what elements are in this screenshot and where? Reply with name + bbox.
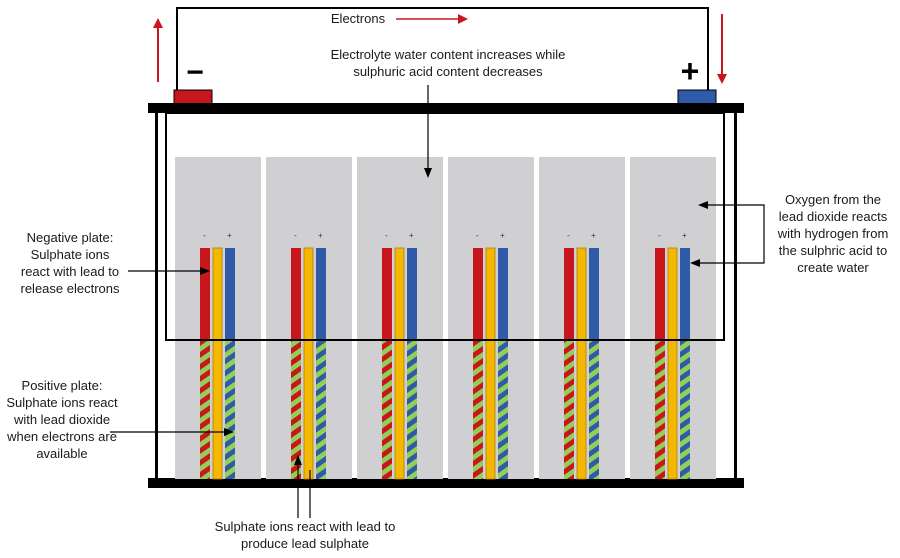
- negative-terminal: [173, 89, 213, 105]
- positive-terminal: [677, 89, 717, 105]
- sulphate-line-1: Sulphate ions react with lead to: [214, 519, 396, 534]
- cell-positive-mark: +: [227, 231, 232, 240]
- positive-plate-line-1: Positive plate:: [21, 378, 103, 393]
- battery-wall-left: [155, 113, 158, 479]
- cell-3: -+: [357, 157, 443, 480]
- electrolyte-line-1: Electrolyte water content increases whil…: [330, 47, 566, 62]
- sulphate-line-2: produce lead sulphate: [241, 536, 369, 551]
- positive-plate-line-2: Sulphate ions react: [6, 395, 118, 410]
- positive-plate-sulphated: [498, 340, 508, 479]
- oxygen-label: Oxygen from the lead dioxide reacts with…: [766, 191, 900, 276]
- cell-negative-mark: -: [658, 231, 661, 240]
- positive-plate: [316, 248, 326, 340]
- positive-plate: [589, 248, 599, 340]
- positive-plate-line-3: with lead dioxide: [13, 412, 111, 427]
- negative-plate-line-4: release electrons: [20, 281, 120, 296]
- cell-4: -+: [448, 157, 534, 480]
- negative-plate-sulphated: [382, 340, 392, 479]
- negative-plate: [200, 248, 210, 340]
- negative-plate-sulphated: [200, 340, 210, 479]
- cell-negative-mark: -: [567, 231, 570, 240]
- separator: [212, 247, 223, 480]
- negative-plate-sulphated: [291, 340, 301, 479]
- cell-6: -+: [630, 157, 716, 480]
- separator: [394, 247, 405, 480]
- positive-plate-line-5: available: [36, 446, 88, 461]
- negative-plate-sulphated: [564, 340, 574, 479]
- negative-plate-sulphated: [655, 340, 665, 479]
- oxygen-line-2: lead dioxide reacts: [778, 209, 888, 224]
- battery-lid: [148, 103, 744, 113]
- positive-plate-sulphated: [316, 340, 326, 479]
- cell-negative-mark: -: [476, 231, 479, 240]
- positive-plate-sulphated: [225, 340, 235, 479]
- positive-terminal-sign: +: [681, 53, 700, 89]
- positive-plate-line-4: when electrons are: [7, 429, 117, 444]
- negative-plate-line-2: Sulphate ions: [30, 247, 110, 262]
- electrons-label: Electrons: [330, 11, 386, 26]
- negative-plate-sulphated: [473, 340, 483, 479]
- cell-negative-mark: -: [385, 231, 388, 240]
- separator: [667, 247, 678, 480]
- separator: [485, 247, 496, 480]
- oxygen-bracket: [752, 204, 765, 264]
- cell-positive-mark: +: [682, 231, 687, 240]
- negative-plate: [655, 248, 665, 340]
- oxygen-line-1: Oxygen from the: [784, 192, 882, 207]
- positive-plate-sulphated: [589, 340, 599, 479]
- cells-group: -+-+-+-+-+-+: [175, 157, 716, 480]
- cell-2: -+: [266, 157, 352, 480]
- negative-plate-line-1: Negative plate:: [26, 230, 114, 245]
- positive-plate-sulphated: [407, 340, 417, 479]
- cell-negative-mark: -: [203, 231, 206, 240]
- cell-5: -+: [539, 157, 625, 480]
- sulphate-label: Sulphate ions react with lead to produce…: [170, 518, 440, 552]
- positive-plate: [498, 248, 508, 340]
- positive-plate-sulphated: [680, 340, 690, 479]
- negative-plate: [473, 248, 483, 340]
- positive-plate-label: Positive plate: Sulphate ions react with…: [0, 377, 124, 462]
- negative-plate-line-3: react with lead to: [20, 264, 120, 279]
- negative-plate: [564, 248, 574, 340]
- circuit-wire: [176, 7, 709, 90]
- negative-plate-label: Negative plate: Sulphate ions react with…: [6, 229, 134, 297]
- battery-wall-right: [734, 113, 737, 479]
- negative-terminal-sign: −: [186, 56, 204, 89]
- battery-base: [148, 478, 744, 488]
- cell-1: -+: [175, 157, 261, 480]
- electrolyte-line-2: sulphuric acid content decreases: [353, 64, 543, 79]
- positive-plate: [407, 248, 417, 340]
- separator: [576, 247, 587, 480]
- negative-plate: [382, 248, 392, 340]
- cell-positive-mark: +: [500, 231, 505, 240]
- oxygen-line-3: with hydrogen from: [777, 226, 889, 241]
- electrolyte-level: [165, 112, 725, 341]
- cell-positive-mark: +: [318, 231, 323, 240]
- negative-plate: [291, 248, 301, 340]
- oxygen-line-5: create water: [797, 260, 869, 275]
- oxygen-line-4: the sulphric acid to: [778, 243, 888, 258]
- cell-positive-mark: +: [591, 231, 596, 240]
- positive-plate: [225, 248, 235, 340]
- positive-plate: [680, 248, 690, 340]
- cell-positive-mark: +: [409, 231, 414, 240]
- cell-negative-mark: -: [294, 231, 297, 240]
- separator: [303, 247, 314, 480]
- electrolyte-label: Electrolyte water content increases whil…: [278, 46, 618, 80]
